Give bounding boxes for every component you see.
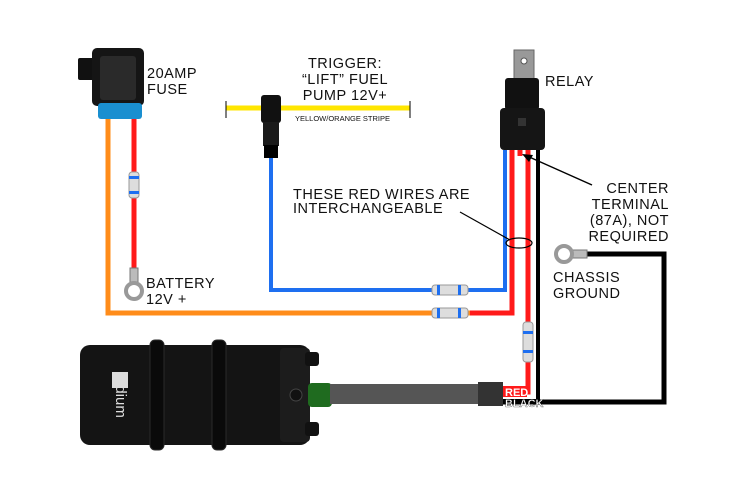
trigger-label: PUMP 12V+: [303, 88, 387, 104]
splice-connector: [431, 284, 469, 296]
chassis-ring-terminal: [554, 244, 588, 264]
arrowhead: [522, 154, 533, 162]
battery-ring-terminal: [124, 267, 144, 301]
trigger-wire-label: YELLOW/ORANGE STRIPE: [295, 114, 390, 123]
blue-trigger-wire: [269, 150, 507, 292]
fuse-holder: [78, 48, 144, 119]
center-terminal-note: REQUIRED: [588, 229, 669, 245]
splice-connector: [522, 321, 534, 363]
trigger-tap-connector: [261, 95, 281, 158]
trigger-label: “LIFT” FUEL: [302, 72, 388, 88]
orange-battery-wire: [105, 118, 470, 316]
battery-label: 12V +: [146, 292, 187, 308]
black-ground-wire: [503, 150, 540, 403]
chassis-ground-label: GROUND: [553, 286, 620, 302]
pointer-arrow: [526, 155, 593, 186]
fuse-label: FUSE: [147, 82, 188, 98]
pump-logo: radium: [112, 372, 129, 418]
black-chassis-wire: [503, 251, 667, 405]
battery-label: BATTERY: [146, 276, 215, 292]
fuse-label: 20AMP: [147, 66, 197, 82]
center-terminal-note: (87A), NOT: [590, 213, 669, 229]
pointer-arrow: [459, 211, 511, 241]
interchangeable-note: THESE RED WIRES ARE: [293, 187, 470, 203]
relay: [500, 49, 545, 150]
relay-label: RELAY: [545, 74, 594, 90]
pump-black-wire-label: BLACK: [505, 398, 544, 410]
center-terminal-note: TERMINAL: [592, 197, 669, 213]
pump-red-wire-label: RED: [505, 387, 528, 399]
chassis-ground-label: CHASSIS: [553, 270, 620, 286]
interchangeable-note: INTERCHANGEABLE: [293, 201, 443, 217]
trigger-label: TRIGGER:: [308, 56, 382, 72]
red-relay-to-battery-wire: [470, 150, 515, 316]
fuel-pump: radium: [80, 339, 503, 451]
interchangeable-highlight: [505, 237, 533, 249]
splice-connector: [128, 171, 140, 199]
splice-connector: [431, 307, 469, 319]
center-terminal-note: CENTER: [606, 181, 669, 197]
